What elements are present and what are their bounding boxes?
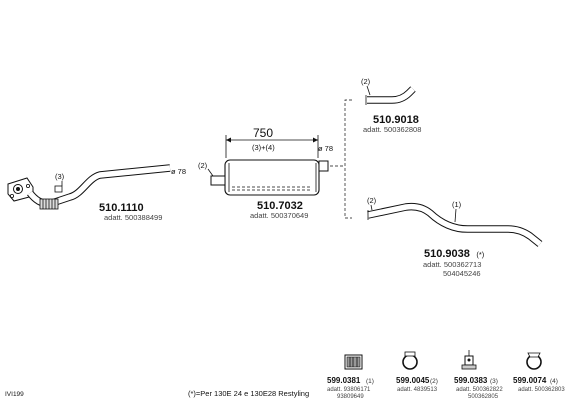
accessory-number[interactable]: 599.0074 xyxy=(513,376,547,385)
accessory-adatt: adatt. 500362803 xyxy=(518,387,565,393)
part-510-7032[interactable]: 750 (3)+(4) (2) ø 78 510.7032 adatt. 500… xyxy=(198,126,333,220)
part-number[interactable]: 510.1110 xyxy=(99,202,144,214)
bracket-icon xyxy=(54,185,63,193)
part-number[interactable]: 510.7032 xyxy=(257,200,303,212)
part-510-1110[interactable]: (3) ø 78 510.1110 adatt. 500388499 xyxy=(7,164,186,222)
length-label: 750 xyxy=(253,126,273,140)
inlet-pipe xyxy=(210,175,226,186)
part-number[interactable]: 510.9038 xyxy=(424,248,470,260)
part-adatt: adatt. 500370649 xyxy=(250,211,308,220)
part-suffix: (*) xyxy=(476,250,484,259)
part-adatt: adatt. 500362713 xyxy=(423,260,481,269)
part-adatt: adatt. 500362808 xyxy=(363,125,421,134)
accessory-adatt: adatt. 93806171 xyxy=(327,387,371,393)
part-number[interactable]: 510.9018 xyxy=(373,114,419,126)
diameter-label: ø 78 xyxy=(171,167,186,176)
accessory-number[interactable]: 599.0045 xyxy=(396,376,430,385)
alternative-bracket xyxy=(344,99,352,219)
accessory-adatt-extra: 500362805 xyxy=(468,394,499,400)
part-adatt: adatt. 500388499 xyxy=(104,213,162,222)
accessory-adatt: adatt. 500362822 xyxy=(456,387,503,393)
accessory-count: (4) xyxy=(550,378,558,385)
footnote: (*)=Per 130E 24 e 130E28 Restyling xyxy=(188,389,309,398)
side-label: (2) xyxy=(198,161,208,170)
accessory-number[interactable]: 599.0383 xyxy=(454,376,488,385)
bracket-icon xyxy=(461,350,477,370)
part-qty-label: (3)+(4) xyxy=(252,143,275,152)
part-510-9038[interactable]: (2) (1) 510.9038 (*) adatt. 500362713 50… xyxy=(367,196,543,278)
accessory-count: (2) xyxy=(430,378,438,385)
part-qty-label: (2) xyxy=(361,77,371,86)
side-label: (2) xyxy=(367,196,377,205)
part-510-9018[interactable]: (2) 510.9018 adatt. 500362808 xyxy=(361,77,421,134)
ring-clamp-icon xyxy=(402,351,418,370)
part-qty-label: (3) xyxy=(55,172,65,181)
accessory-599-0383[interactable]: 599.0383 (3) adatt. 500362822 500362805 xyxy=(454,350,503,400)
accessory-adatt: adatt. 4839513 xyxy=(397,387,438,393)
accessory-599-0381[interactable]: 599.0381 (1) adatt. 93806171 93809649 xyxy=(327,354,374,400)
outlet-pipe xyxy=(318,160,329,172)
accessory-599-0074[interactable]: 599.0074 (4) adatt. 500362803 xyxy=(513,352,565,393)
sheet-code: IVI199 xyxy=(5,391,24,398)
part-adatt-extra: 504045246 xyxy=(443,269,481,278)
part-qty-label: (1) xyxy=(452,200,462,209)
accessory-599-0045[interactable]: 599.0045 (2) adatt. 4839513 xyxy=(396,351,438,393)
accessory-count: (1) xyxy=(366,378,374,385)
accessory-adatt-extra: 93809649 xyxy=(337,394,364,400)
band-clamp-icon xyxy=(526,352,542,370)
accessory-count: (3) xyxy=(490,378,498,385)
part-number-row: 510.9038 (*) xyxy=(424,244,485,261)
diameter-label: ø 78 xyxy=(318,144,333,153)
accessory-number[interactable]: 599.0381 xyxy=(327,376,361,385)
clamp-block-icon xyxy=(344,354,363,370)
